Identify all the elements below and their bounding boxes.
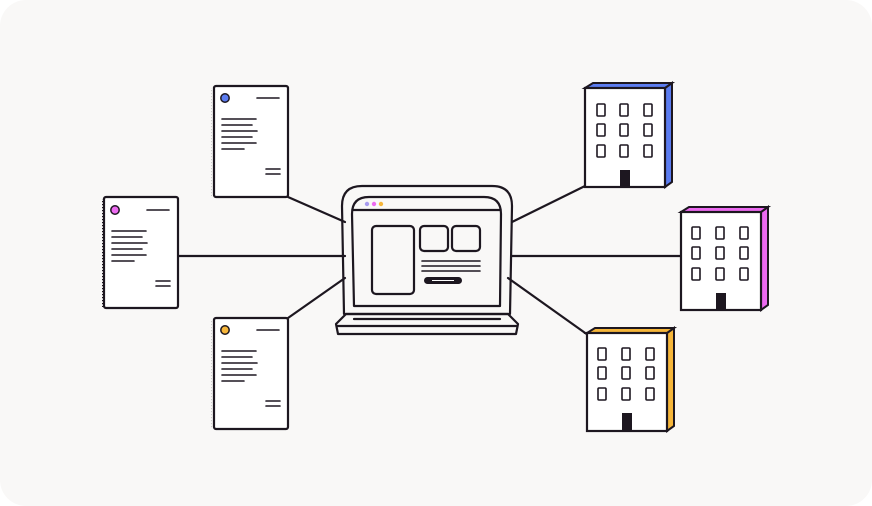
laptop-lid — [340, 184, 514, 316]
document-middle — [101, 195, 180, 310]
connector-document-bottom — [286, 276, 347, 320]
building-middle — [677, 205, 772, 312]
browser-window-dots — [364, 201, 384, 207]
document-top — [211, 84, 290, 199]
screen-sidebar-panel — [370, 224, 416, 296]
connector-building-bottom — [506, 276, 590, 337]
connector-document-top — [286, 195, 347, 224]
building-door — [620, 170, 630, 187]
building-door — [622, 413, 632, 431]
document-accent-dot — [220, 93, 230, 103]
document-accent-dot — [110, 205, 120, 215]
building-bottom — [583, 326, 678, 433]
document-bottom — [211, 316, 290, 431]
building-windows — [597, 347, 655, 401]
screen-card — [450, 224, 482, 253]
screen-card — [418, 224, 450, 253]
document-signature-lines — [265, 168, 281, 175]
building-windows — [596, 103, 653, 158]
document-text-lines — [221, 118, 258, 150]
screen-text-lines — [421, 260, 481, 272]
browser-dot — [364, 201, 370, 207]
building-top — [581, 81, 676, 189]
document-text-lines — [111, 230, 148, 262]
laptop — [334, 184, 520, 336]
document-accent-dot — [220, 325, 230, 335]
connector-lines — [176, 184, 683, 337]
building-door — [716, 293, 726, 310]
browser-dot — [371, 201, 377, 207]
document-signature-lines — [265, 400, 281, 407]
document-signature-lines — [155, 280, 171, 287]
document-text-lines — [221, 350, 258, 382]
building-windows — [691, 226, 749, 281]
browser-dot — [378, 201, 384, 207]
laptop-base — [334, 312, 520, 336]
laptop-screen — [350, 195, 503, 308]
connector-building-top — [510, 184, 587, 224]
